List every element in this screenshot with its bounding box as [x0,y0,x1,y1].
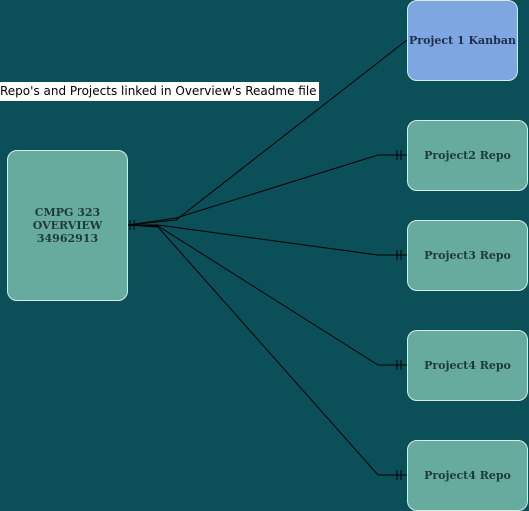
project3-repo-node[interactable]: Project3 Repo [407,220,528,291]
project4-repo-node-a[interactable]: Project4 Repo [407,330,528,401]
edge-project4-repo-b [127,224,407,476]
project2-repo-node[interactable]: Project2 Repo [407,120,528,191]
diagram-caption: Repo's and Projects linked in Overview's… [0,82,319,101]
node-label: Project3 Repo [424,249,511,262]
edge-project2-repo [127,154,407,226]
edges [127,39,408,480]
edge-project4-repo-a [127,224,407,366]
node-label: Project 1 Kanban [409,34,516,47]
project4-repo-node-b[interactable]: Project4 Repo [407,440,528,511]
overview-node-line2: OVERVIEW [32,219,103,232]
overview-node-line3: 34962913 [36,232,99,245]
overview-node-line1: CMPG 323 [34,206,101,219]
overview-node[interactable]: CMPG 323 OVERVIEW 34962913 [7,150,128,301]
node-label: Project4 Repo [424,359,511,372]
node-label: Project4 Repo [424,469,511,482]
project1-kanban-node[interactable]: Project 1 Kanban [407,0,518,81]
node-label: Project2 Repo [424,149,511,162]
edge-project1-kanban [127,39,408,226]
